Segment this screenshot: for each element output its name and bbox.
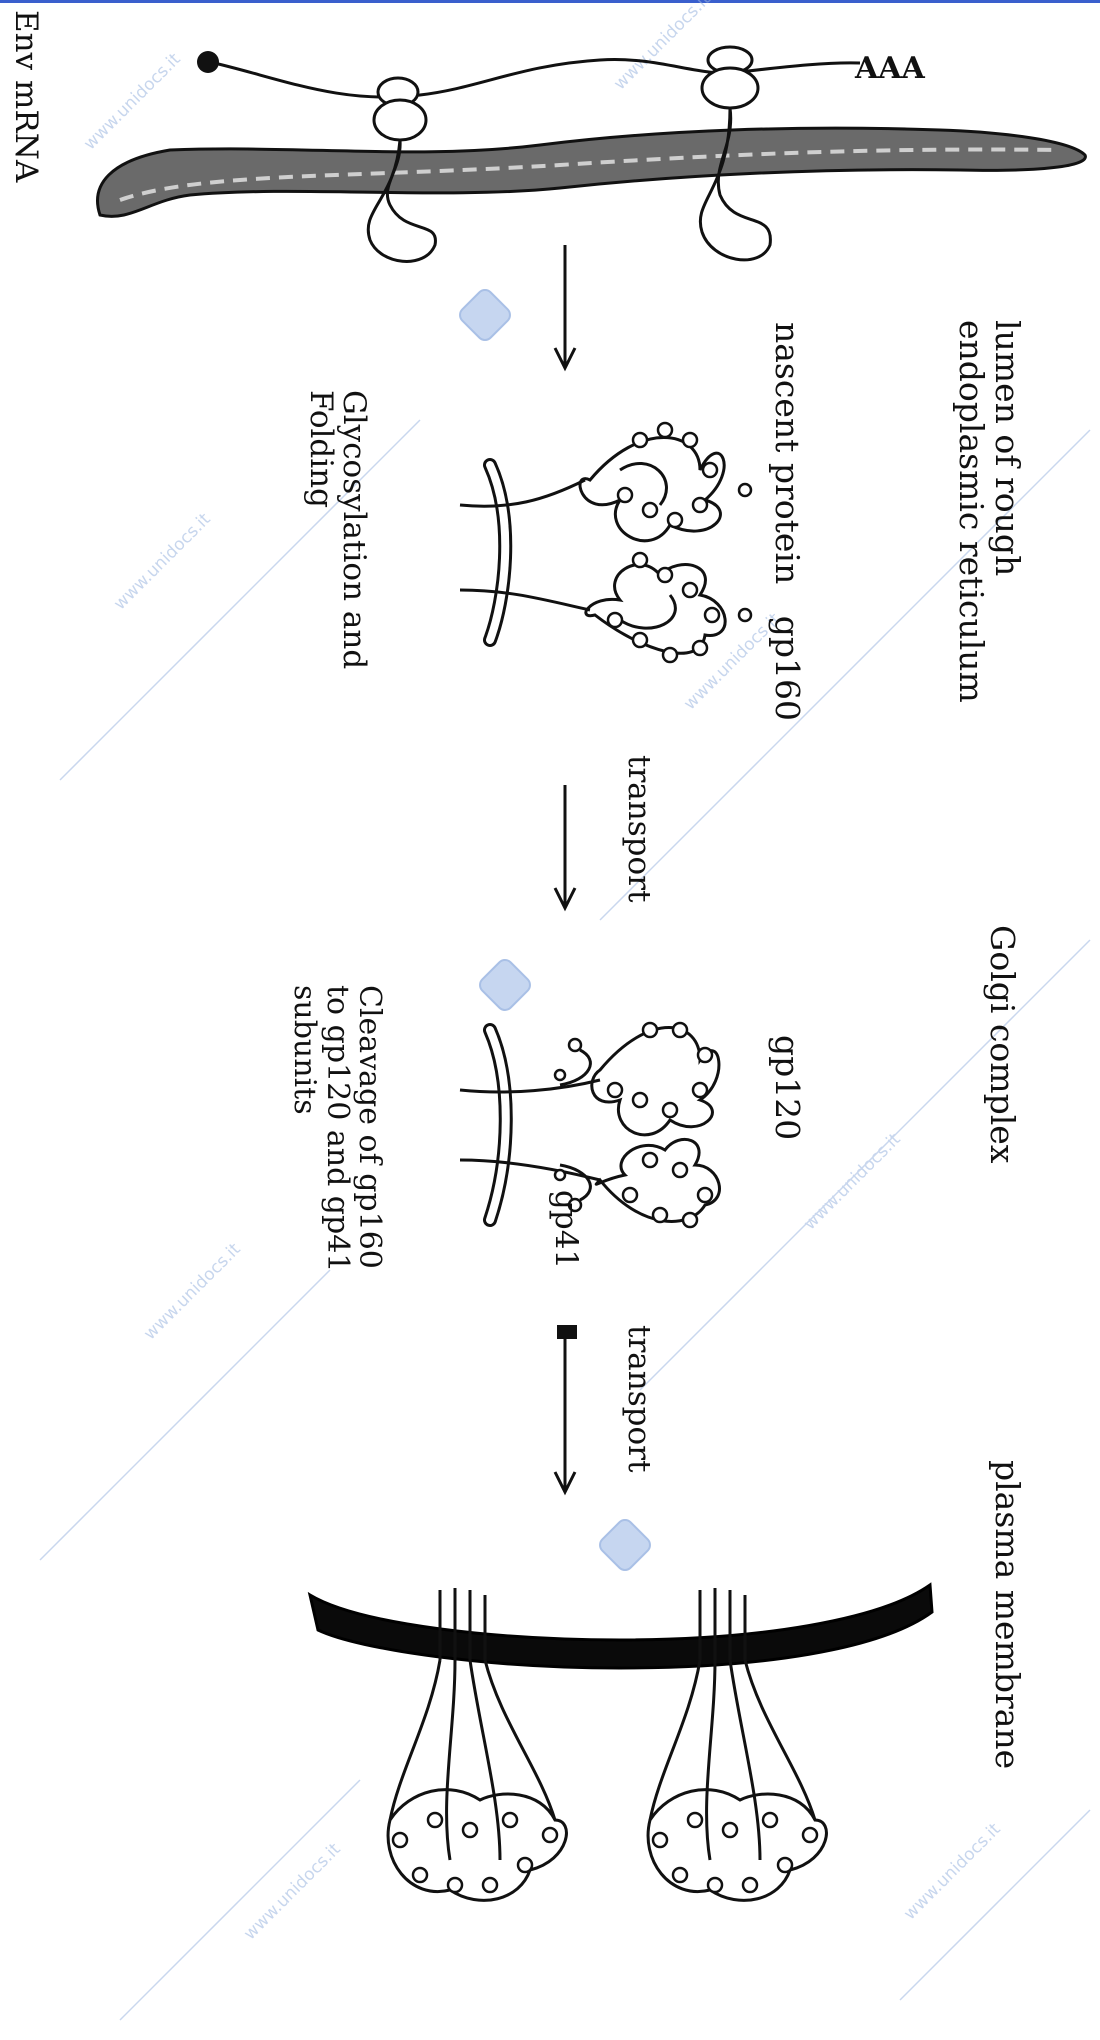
golgi-complex-label: Golgi complex bbox=[983, 925, 1022, 1164]
glycan-beads bbox=[553, 1021, 714, 1229]
gp120-gp41-complex-icon bbox=[459, 1023, 721, 1227]
glycosylation-folding-label: Glycosylation and Folding bbox=[302, 390, 372, 670]
arrow-tail-mark bbox=[557, 1325, 577, 1339]
env-spike-icon bbox=[646, 1588, 828, 1902]
top-border bbox=[0, 0, 1100, 3]
ribosome-icon bbox=[366, 76, 437, 263]
arrow-icon bbox=[553, 785, 577, 912]
arrow-icon bbox=[553, 245, 577, 372]
gp41-label: gp41 bbox=[548, 1190, 584, 1270]
er-membrane bbox=[96, 126, 1087, 218]
aaa-label: AAA bbox=[854, 51, 926, 86]
arrow-icon bbox=[553, 1335, 577, 1496]
watermark-logo-icon bbox=[459, 289, 651, 1571]
watermark-lines bbox=[39, 419, 1091, 2021]
env-spike-icon bbox=[386, 1588, 568, 1902]
ribosome-icon bbox=[698, 45, 772, 262]
nascent-protein-gp160-label: nascent protein gp160 bbox=[768, 322, 807, 721]
gp120-label: gp120 bbox=[768, 1035, 807, 1141]
gp160-glycoprotein-icon bbox=[459, 436, 727, 655]
plasma-membrane bbox=[307, 1582, 934, 1670]
transport-label-2: transport bbox=[621, 1325, 657, 1473]
lumen-er-label: lumen of rough endoplasmic reticulum bbox=[952, 320, 1027, 703]
env-mrna-label: Env mRNA bbox=[8, 10, 44, 183]
cleavage-label: Cleavage of gp160 to gp120 and gp41 subu… bbox=[287, 985, 387, 1273]
plasma-membrane-label: plasma membrane bbox=[988, 1460, 1027, 1770]
glycan-beads bbox=[606, 421, 753, 664]
transport-label-1: transport bbox=[621, 755, 657, 903]
env-mrna-strand bbox=[209, 58, 861, 99]
glycan-beads bbox=[391, 1811, 819, 1894]
mrna-cap-icon bbox=[197, 51, 219, 73]
